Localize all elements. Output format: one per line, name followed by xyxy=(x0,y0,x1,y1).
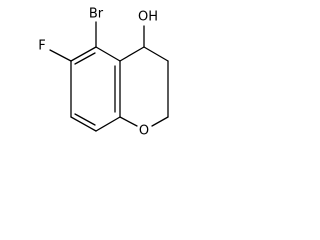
bond-c7-c8 xyxy=(70,116,97,132)
bond-c4a-c4 xyxy=(119,46,145,62)
bond-o1-c8a xyxy=(119,116,138,127)
bond-c8-c8a xyxy=(95,116,121,132)
bond-c5-c6 xyxy=(70,46,97,62)
atom-label-ring-oxygen: O xyxy=(139,124,149,139)
bond-c4a-c5 xyxy=(95,46,121,62)
bond-c4-c3 xyxy=(143,46,169,62)
atom-label-fluorine: F xyxy=(38,39,45,54)
bond-inner-c5-c6 xyxy=(74,52,96,65)
bond-c2-o1 xyxy=(151,116,169,127)
chemical-structure-diagram: Br OH F O xyxy=(38,7,169,139)
bond-c6-f xyxy=(49,49,72,62)
bond-inner-c7-c8 xyxy=(74,113,96,126)
atom-label-hydroxyl: OH xyxy=(138,10,158,25)
atom-label-bromine: Br xyxy=(89,7,104,22)
